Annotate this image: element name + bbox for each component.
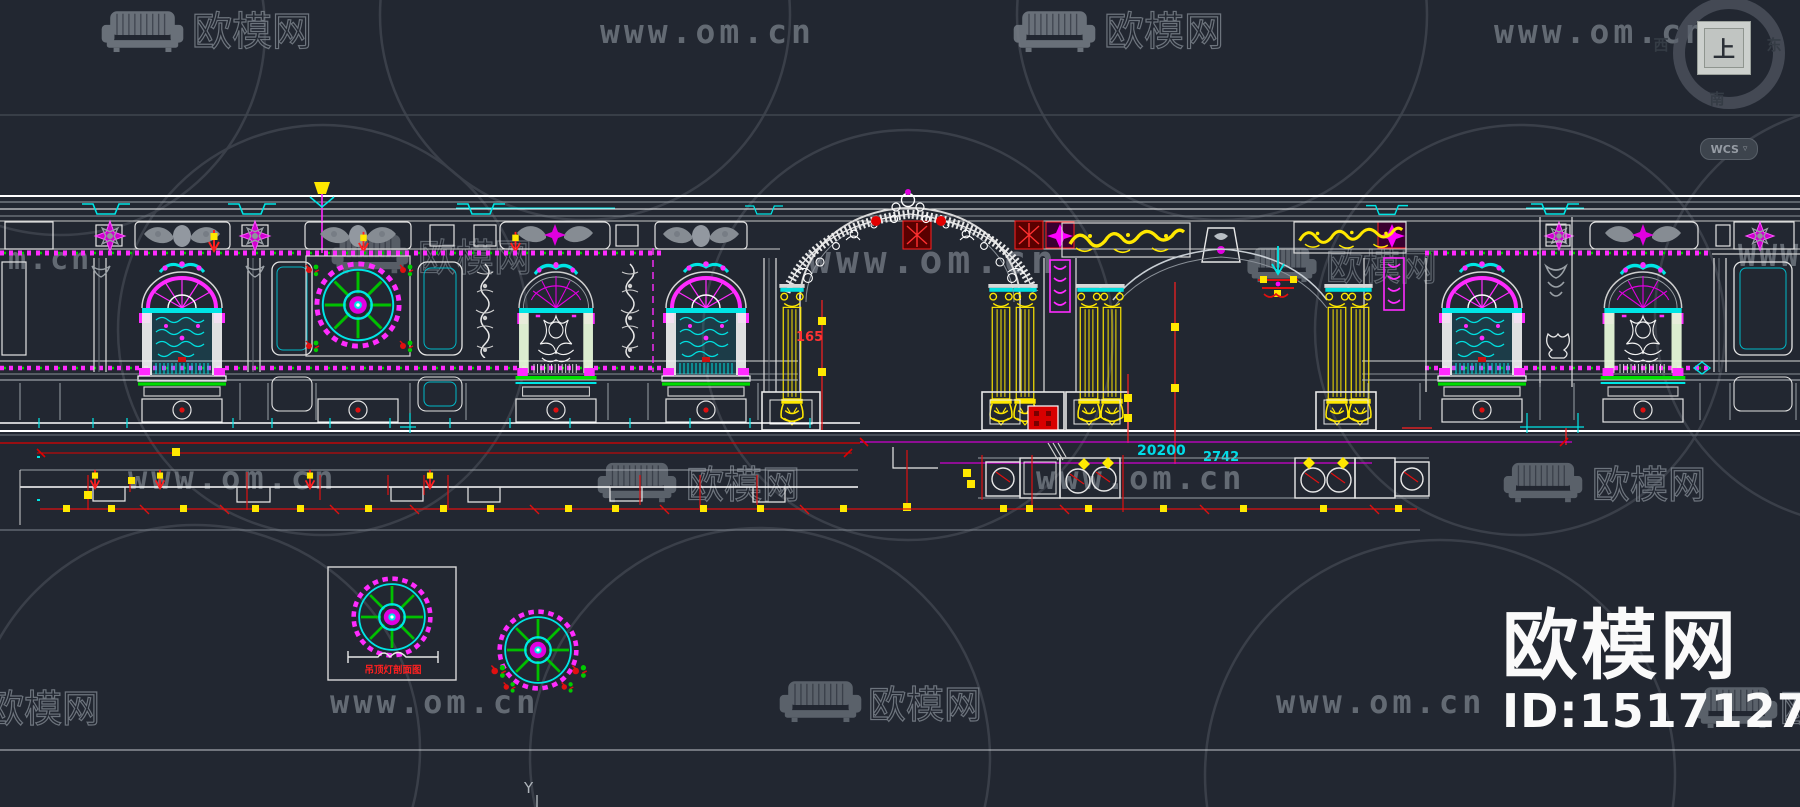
watermark-url-text: www.om.cn — [330, 683, 539, 721]
chandelier — [1258, 246, 1298, 298]
floral-accent — [399, 339, 414, 353]
dimension-label: 165 — [796, 330, 823, 345]
pedestal-medallions — [172, 400, 1653, 420]
site-logo-id: ID:1517127 — [1502, 684, 1800, 738]
section-profile-mark — [347, 651, 439, 663]
leaf-medallion — [144, 225, 220, 247]
yellow-column — [1347, 284, 1373, 426]
site-logo-brand: 欧模网 — [1502, 601, 1739, 690]
plan-notches — [92, 487, 786, 503]
wall-lamp — [309, 182, 335, 253]
figure-niche — [1598, 260, 1688, 398]
red-frieze-panel — [902, 220, 1407, 250]
plan-dimension-line — [40, 504, 1417, 515]
sofa-watermark-icon — [101, 10, 184, 53]
chevron-down-icon: ▿ — [1742, 144, 1748, 154]
gold-scroll-panel — [1061, 221, 1407, 258]
yellow-column — [988, 284, 1014, 426]
watermark-brand-text: 欧模网 — [1104, 9, 1224, 55]
sofa-watermark-icon — [779, 680, 862, 723]
second-opening — [1049, 246, 1405, 426]
watermark-brand-fragment: 欧 — [1780, 687, 1800, 731]
column-pedestals — [761, 391, 1377, 431]
leaf-medallion — [663, 225, 739, 247]
view-cube-top-face[interactable]: 上 — [1697, 21, 1751, 75]
watermark-brand-text: 欧模网 — [192, 9, 312, 55]
floor-ticks — [38, 418, 811, 428]
view-cube-north-label[interactable]: 北 — [1707, 0, 1727, 3]
watermark-brand-fragment: 欧模网 — [0, 687, 100, 731]
watermark-url-text: www.om.cn — [600, 12, 815, 51]
sofa-watermark-icon — [1013, 10, 1096, 53]
wall-pilasters — [91, 217, 1727, 392]
figure-niche — [513, 260, 599, 398]
view-cube-east-label[interactable]: 东 — [1766, 36, 1782, 54]
red-marker — [89, 468, 101, 490]
wall-hatch — [1047, 442, 1067, 461]
floral-accent — [399, 263, 414, 277]
elevation-dimensions: 165 — [796, 282, 1567, 464]
carved-pilaster-strip — [620, 263, 640, 358]
watermark-brand-text: 欧模网 — [868, 683, 982, 727]
watermark-url-text: www.om.cn — [1494, 12, 1709, 51]
detail-caption: 吊顶灯剖面图 — [364, 664, 421, 676]
view-cube[interactable]: 北 西 东 南 上 — [1652, 0, 1800, 128]
elevation-drawing: 165 — [0, 182, 1800, 464]
floral-accent — [560, 681, 574, 694]
plan-strip-right — [963, 442, 1430, 512]
watermark-brand-text: 欧模网 — [418, 236, 532, 280]
sofa-watermark-icon — [1503, 462, 1583, 503]
site-logo: 欧模网 ID:1517127 — [1502, 601, 1800, 738]
red-pedestal-block — [1027, 405, 1059, 431]
arched-niche — [660, 259, 752, 398]
red-marker — [424, 468, 436, 490]
magenta-banner-panel — [1049, 257, 1405, 313]
wcs-selector[interactable]: WCS ▿ — [1700, 138, 1758, 160]
yellow-column — [1324, 284, 1350, 426]
ceiling-rosette-detail — [500, 612, 577, 689]
ceiling-rosette-medallion — [317, 264, 399, 346]
detail-rosette-box: 吊顶灯剖面图 — [327, 566, 457, 681]
yellow-column — [1012, 284, 1038, 426]
leaf-medallion-star — [1605, 224, 1681, 246]
ceiling-rosette-detail — [354, 579, 431, 656]
view-cube-west-label[interactable]: 西 — [1653, 36, 1669, 54]
yellow-column — [779, 284, 805, 426]
yellow-column — [1076, 284, 1102, 426]
frieze-ornaments — [93, 219, 1776, 263]
floral-accent — [571, 664, 588, 679]
watermark-url-fragment: m.cn — [8, 242, 92, 277]
watermark-brand-text: 欧模网 — [1592, 463, 1706, 507]
arched-niche — [1436, 259, 1528, 398]
arch-crown — [871, 189, 946, 226]
watermark-url-text: www.om.cn — [1276, 683, 1485, 721]
grand-arch — [779, 189, 1039, 426]
view-cube-top-label[interactable]: 上 — [1704, 28, 1744, 68]
floral-accent — [490, 664, 507, 679]
wall-panels — [1, 261, 1793, 356]
axis-y-label: Y — [523, 779, 534, 797]
wcs-label: WCS — [1710, 142, 1739, 156]
rosette-bay — [305, 255, 414, 357]
dimension-label-total: 20200 — [1137, 443, 1186, 459]
keystone — [1201, 227, 1241, 263]
ucs-axis-marker: Y — [523, 779, 538, 807]
cornice-brackets — [82, 203, 1584, 216]
dimension-chains: 20200 2742 — [0, 437, 1572, 501]
arched-niche — [136, 259, 228, 398]
plan-column-boxes — [985, 457, 1430, 499]
view-cube-south-label[interactable]: 南 — [1709, 90, 1725, 108]
wainscot — [0, 376, 1800, 436]
plan-strip-left — [0, 447, 1420, 531]
watermark-url-fragment: WWW. — [1738, 239, 1800, 274]
